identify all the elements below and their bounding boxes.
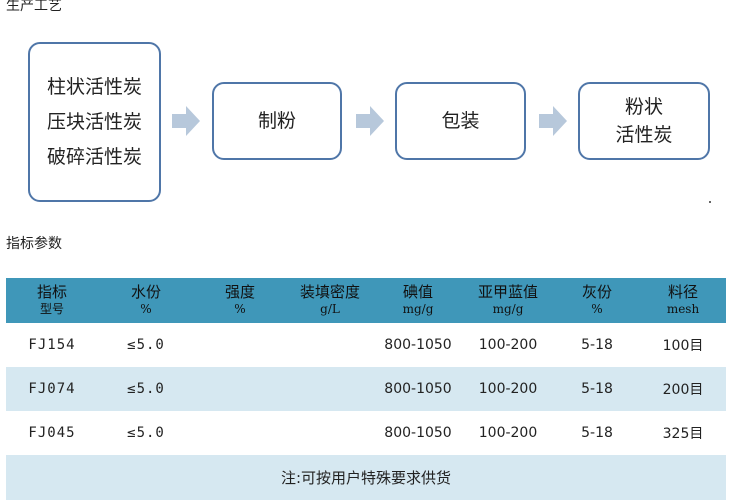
methylene-blue-cell: 100-200 xyxy=(478,381,538,397)
table-row: FJ045 ≤5.0 800-1050 100-200 5-18 325目 xyxy=(6,411,726,455)
params-section-title: 指标参数 xyxy=(6,236,62,252)
header-cell: 指标型号 xyxy=(36,282,67,316)
iodine-cell: 800-1050 xyxy=(384,381,452,397)
mesh-cell: 100目 xyxy=(662,338,704,354)
strength-cell xyxy=(194,323,286,367)
arrow-right-icon xyxy=(356,106,384,136)
moisture-cell: ≤5.0 xyxy=(127,337,165,353)
mesh-cell: 325目 xyxy=(662,426,704,442)
arrow-right-icon xyxy=(172,106,200,136)
table-note-row: 注:可按用户特殊要求供货 xyxy=(6,455,726,500)
packaging-step-box: 包装 xyxy=(395,82,526,160)
methylene-blue-cell: 100-200 xyxy=(478,337,538,353)
arrow-right-icon xyxy=(539,106,567,136)
iodine-cell: 800-1050 xyxy=(384,425,452,441)
output-product-box: 粉状 活性炭 xyxy=(578,82,710,160)
step-label: 包装 xyxy=(441,110,480,132)
moisture-cell: ≤5.0 xyxy=(127,381,165,397)
iodine-cell: 800-1050 xyxy=(384,337,452,353)
table-row: FJ154 ≤5.0 800-1050 100-200 5-18 100目 xyxy=(6,323,726,367)
decorative-dot xyxy=(709,201,711,203)
header-cell: 灰份% xyxy=(581,282,612,316)
process-section-title: 生产工艺 xyxy=(6,0,62,14)
methylene-blue-cell: 100-200 xyxy=(478,425,538,441)
milling-step-box: 制粉 xyxy=(212,82,342,160)
density-cell xyxy=(286,367,374,411)
header-cell: 水份% xyxy=(130,282,161,316)
model-cell: FJ074 xyxy=(28,381,76,397)
input-line: 柱状活性炭 xyxy=(46,75,142,98)
input-line: 破碎活性炭 xyxy=(46,145,142,168)
ash-cell: 5-18 xyxy=(581,425,613,441)
header-cell: 强度% xyxy=(224,282,255,316)
density-cell xyxy=(286,411,374,455)
table-note: 注:可按用户特殊要求供货 xyxy=(280,469,452,487)
moisture-cell: ≤5.0 xyxy=(127,425,165,441)
strength-cell xyxy=(194,367,286,411)
density-cell xyxy=(286,323,374,367)
table-row: FJ074 ≤5.0 800-1050 100-200 5-18 200目 xyxy=(6,367,726,411)
model-cell: FJ154 xyxy=(28,337,76,353)
strength-cell xyxy=(194,411,286,455)
ash-cell: 5-18 xyxy=(581,381,613,397)
step-label: 制粉 xyxy=(257,110,296,132)
model-cell: FJ045 xyxy=(28,425,76,441)
input-line: 压块活性炭 xyxy=(46,110,142,133)
output-line: 活性炭 xyxy=(615,124,673,146)
ash-cell: 5-18 xyxy=(581,337,613,353)
mesh-cell: 200目 xyxy=(662,382,704,398)
input-materials-box: 柱状活性炭 压块活性炭 破碎活性炭 xyxy=(28,42,161,202)
output-line: 粉状 xyxy=(624,96,663,118)
